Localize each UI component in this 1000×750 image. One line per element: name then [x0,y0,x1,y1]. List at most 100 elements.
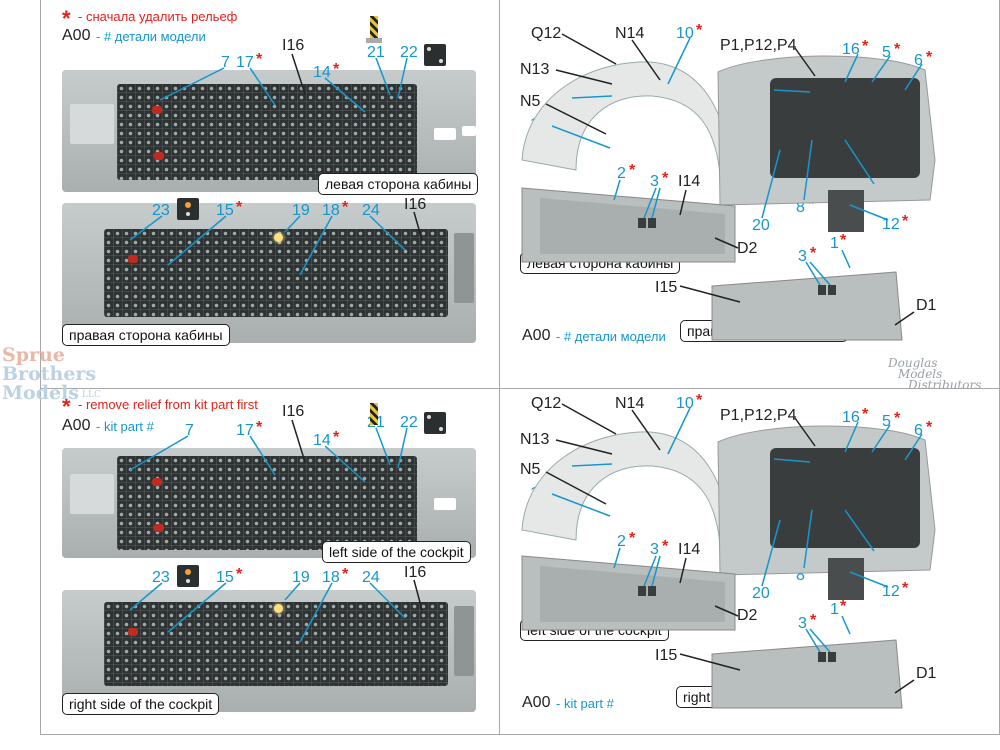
label-11-en: 11 [530,485,547,502]
legend-part-en-2: A00 [522,694,551,711]
label-18: 18 [322,202,340,219]
label-15-en: 15 [216,569,234,586]
instrument-dial-icon [424,44,446,66]
label-p-en: P1,P12,P4 [720,407,797,424]
label-i14: I14 [678,173,701,190]
caution-lever-icon [370,16,378,38]
label-16-en: 16 [842,409,860,426]
legend-part-2: A00 [522,327,551,344]
label-n14-en: N14 [615,395,645,412]
label-n13-en: N13 [520,431,550,448]
label-10: 10 [676,25,694,42]
legend-note: - сначала удалить рельеф [78,9,238,24]
legend-star-en: * [62,394,71,419]
legend-desc-2: - # детали модели [556,329,666,344]
legend-desc-en: - kit part # [96,419,154,434]
legend-part: A00 [62,27,91,44]
legend-desc: - # детали модели [96,29,206,44]
left-side-tag: левая сторона кабины [318,173,479,195]
indicator-icon-en [177,565,199,587]
label-11: 11 [530,116,547,133]
label-22: 22 [400,44,418,61]
label-7: 7 [221,54,230,71]
label-1-en: 1 [830,601,839,618]
label-14: 14 [313,64,331,81]
label-20-en: 20 [752,585,770,602]
label-q12-en: Q12 [531,395,562,412]
label-5-en: 5 [882,413,891,430]
label-13-en: 13 [866,546,884,563]
label-10-en: 10 [676,395,694,412]
label-i16-en: I16 [282,403,305,420]
legend-desc-en-2: - kit part # [556,696,614,711]
legend-part-en: A00 [62,417,91,434]
label-14-en: 14 [313,432,331,449]
label-3b-en: 3 [798,615,807,632]
right-side-tag-en: right side of the cockpit [62,693,220,715]
label-17: 17 [236,54,254,71]
label-d1: D1 [916,297,937,314]
label-d2-en: D2 [737,607,758,624]
label-d1-en: D1 [916,665,937,682]
label-i15: I15 [655,279,678,296]
label-23-en: 23 [152,569,170,586]
label-d2: D2 [737,240,758,257]
right-console-photo-en [62,590,476,712]
label-5: 5 [882,44,891,61]
label-i16b-en: I16 [404,564,427,581]
caution-lever-icon-en [370,403,378,425]
label-q12: Q12 [531,25,562,42]
left-side-tag-2: левая сторона кабины [520,252,681,274]
label-24-en: 24 [362,569,380,586]
label-i16b: I16 [404,196,427,213]
right-side-tag-en-2: right side of the cockpit [676,686,834,708]
distributor-logo: Douglas Models Distributors [888,356,982,392]
label-8: 8 [796,199,805,216]
indicator-icon [177,198,199,220]
left-side-tag-en-2: left side of the cockpit [520,619,669,641]
label-22-en: 22 [400,414,418,431]
label-13: 13 [866,179,884,196]
label-2: 2 [617,165,626,182]
label-6-en: 6 [914,422,923,439]
watermark-logo: Sprue Brothers Models LLC [2,344,101,404]
left-side-tag-en: left side of the cockpit [322,541,471,563]
label-2-en: 2 [617,533,626,550]
label-p: P1,P12,P4 [720,37,797,54]
label-i16: I16 [282,37,305,54]
right-console-photo [62,203,476,343]
label-24: 24 [362,202,380,219]
label-9: 9 [556,91,565,108]
label-6: 6 [914,52,923,69]
label-15: 15 [216,202,234,219]
label-18-en: 18 [322,569,340,586]
label-20: 20 [752,217,770,234]
label-9-en: 9 [556,459,565,476]
label-12: 12 [882,216,900,233]
label-7-en: 7 [185,422,194,439]
label-16: 16 [842,41,860,58]
label-23: 23 [152,202,170,219]
label-1: 1 [830,235,839,252]
legend-note-en: - remove relief from kit part first [78,397,258,412]
label-n13: N13 [520,61,550,78]
label-i14-en: I14 [678,541,701,558]
label-19-en: 19 [292,569,310,586]
label-8-en: 8 [796,567,805,584]
label-4-en: 4 [740,450,759,472]
section-divider [40,388,1000,389]
label-n14: N14 [615,25,645,42]
label-4: 4 [740,81,759,103]
label-n5: N5 [520,93,541,110]
label-17-en: 17 [236,422,254,439]
label-3b: 3 [798,248,807,265]
label-n5-en: N5 [520,461,541,478]
legend-star: * [62,6,71,31]
column-divider [499,0,500,735]
label-19: 19 [292,202,310,219]
right-side-tag: правая сторона кабины [62,324,230,346]
label-i15-en: I15 [655,647,678,664]
label-3-en: 3 [650,541,659,558]
right-side-tag-2: правая сторона кабины [680,320,848,342]
label-21: 21 [367,44,385,61]
